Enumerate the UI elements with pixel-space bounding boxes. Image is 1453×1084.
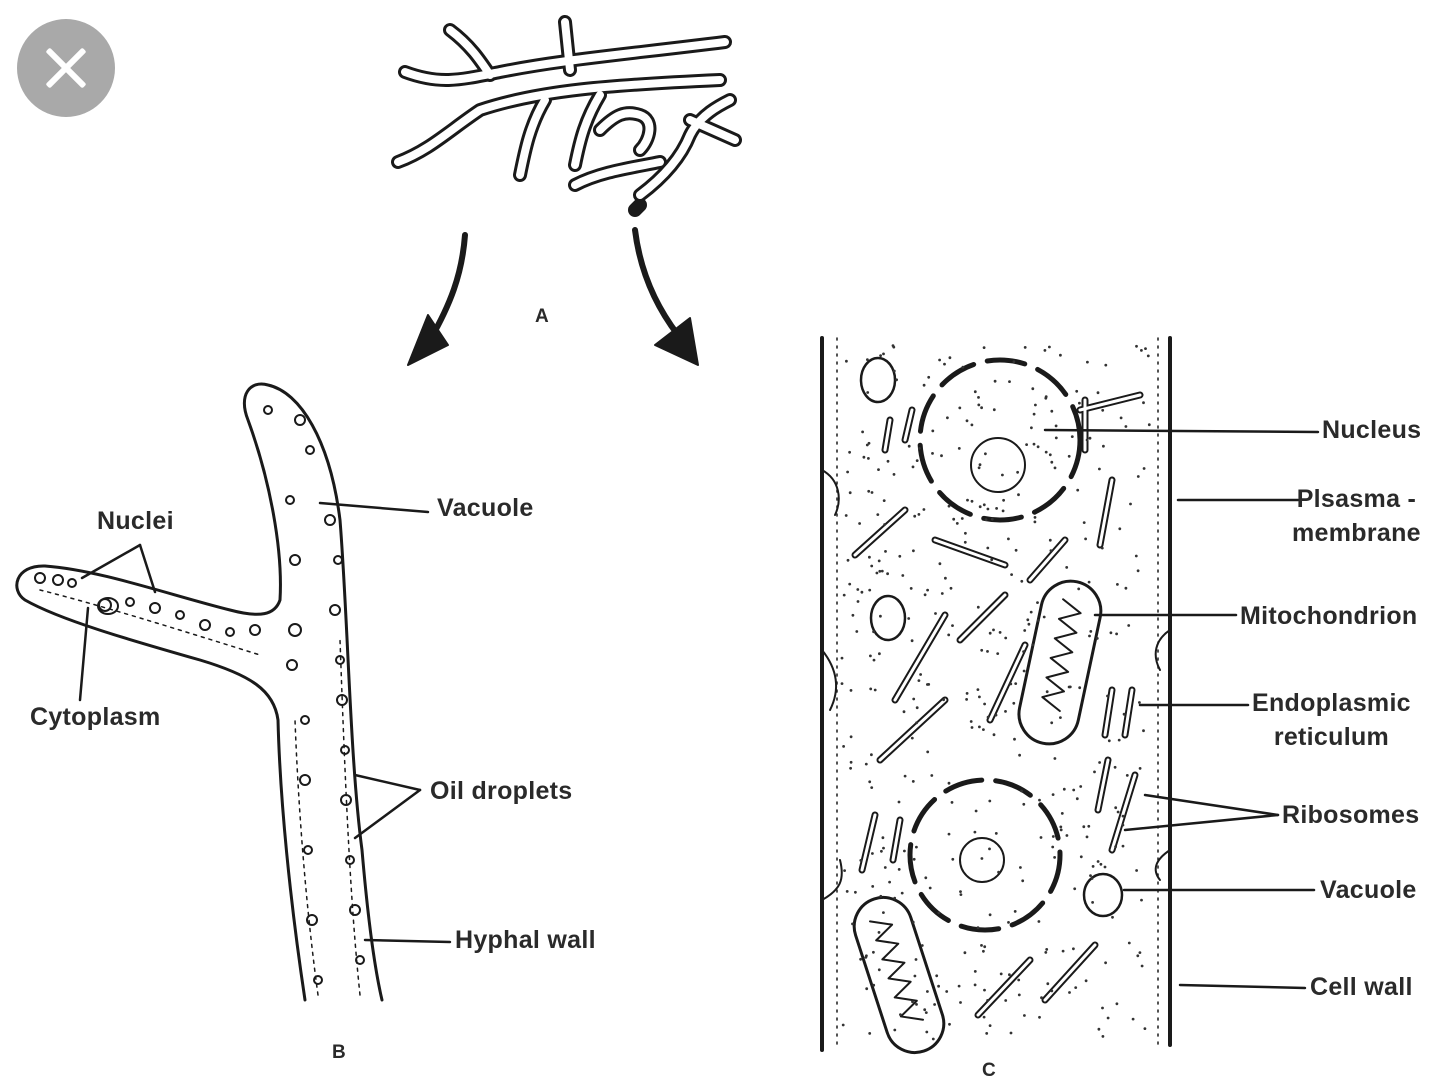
oil-droplets-b	[35, 406, 364, 984]
label-vacuole-c: Vacuole	[1320, 876, 1417, 905]
label-nucleus: Nucleus	[1322, 416, 1421, 445]
label-oil-droplets: Oil droplets	[430, 777, 573, 806]
mitochondrion-1	[1013, 576, 1106, 750]
panel-label-b: B	[332, 1042, 346, 1064]
cell-section-c	[822, 338, 1170, 1060]
label-cytoplasm: Cytoplasm	[30, 703, 161, 732]
label-plasma-line1: Plsasma -	[1292, 482, 1421, 516]
label-hyphal-wall: Hyphal wall	[455, 926, 596, 955]
label-cell-wall: Cell wall	[1310, 973, 1413, 1002]
label-endoplasmic-reticulum: Endoplasmic reticulum	[1252, 686, 1411, 754]
label-plasma-membrane: Plsasma - membrane	[1292, 482, 1421, 550]
label-plasma-line2: membrane	[1292, 516, 1421, 550]
label-mitochondrion: Mitochondrion	[1240, 602, 1417, 631]
nucleus-top	[920, 360, 1080, 520]
arrow-to-c	[635, 230, 698, 365]
label-er-line1: Endoplasmic	[1252, 686, 1411, 720]
panel-label-c: C	[982, 1060, 996, 1082]
hypha-b	[17, 384, 382, 1000]
panel-label-a: A	[535, 306, 549, 328]
nucleus-bottom	[910, 780, 1060, 930]
label-ribosomes: Ribosomes	[1282, 801, 1419, 830]
label-er-line2: reticulum	[1252, 720, 1411, 754]
mycelium-network	[398, 22, 735, 210]
label-nuclei: Nuclei	[97, 507, 174, 536]
arrow-to-b	[408, 235, 465, 365]
label-vacuole-b: Vacuole	[437, 494, 534, 523]
